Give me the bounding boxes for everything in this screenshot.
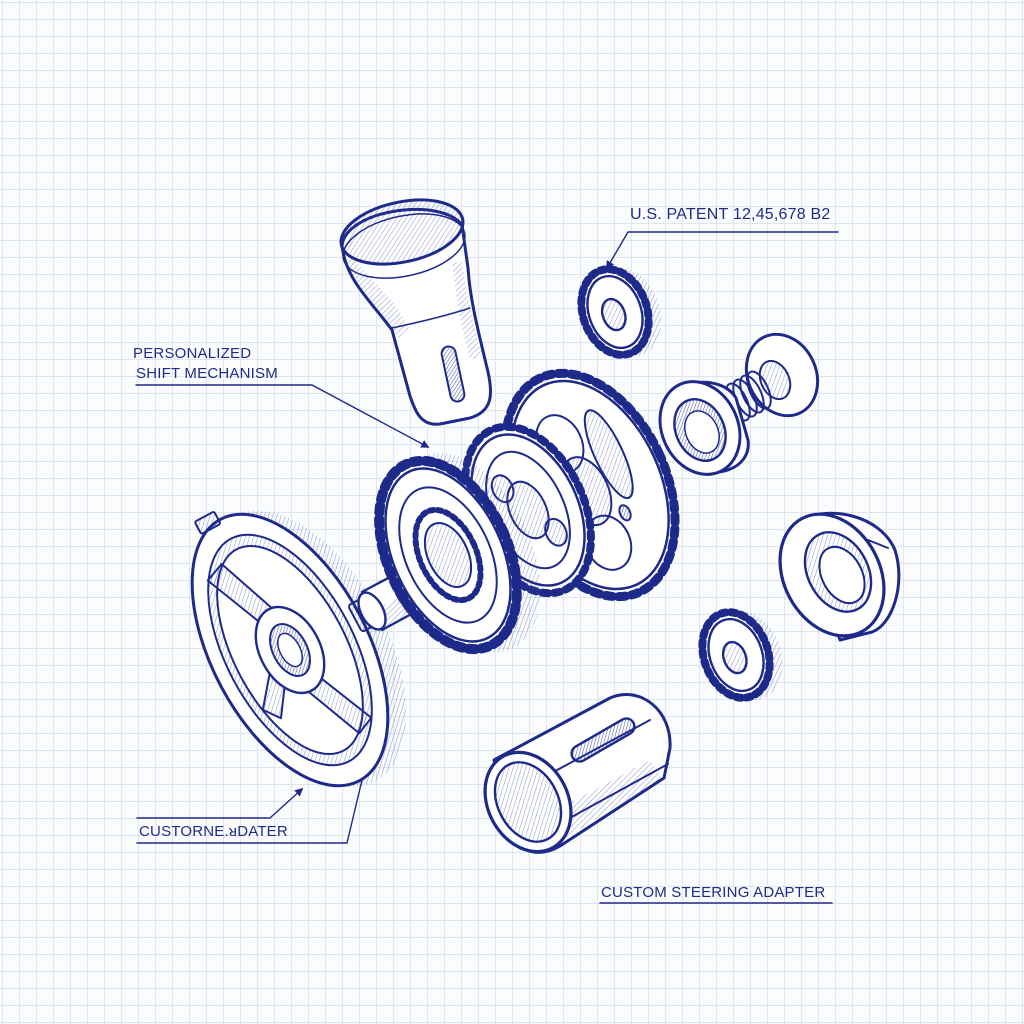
- customer-adapter-label: CUSTORNE.ᴚDATER: [139, 823, 288, 840]
- shift-knob: [339, 198, 493, 426]
- small-gear-bottom: [698, 608, 783, 702]
- shift-mechanism-label-line1: PERSONALIZED: [133, 345, 252, 362]
- flanged-bushing: [778, 511, 901, 642]
- leader-lines: [135, 231, 839, 904]
- threaded-coupler: [658, 332, 820, 476]
- shift-mechanism-label-line2: SHIFT MECHANISM: [136, 365, 278, 382]
- large-gear-front: [374, 453, 541, 655]
- small-gear-top: [577, 265, 662, 359]
- patent-label: U.S. PATENT 12,45,678 B2: [630, 206, 831, 223]
- slotted-sleeve: [483, 693, 672, 854]
- steering-adapter-label: CUSTOM STEERING ADAPTER: [601, 884, 826, 901]
- steering-wheel-hub: [190, 510, 407, 788]
